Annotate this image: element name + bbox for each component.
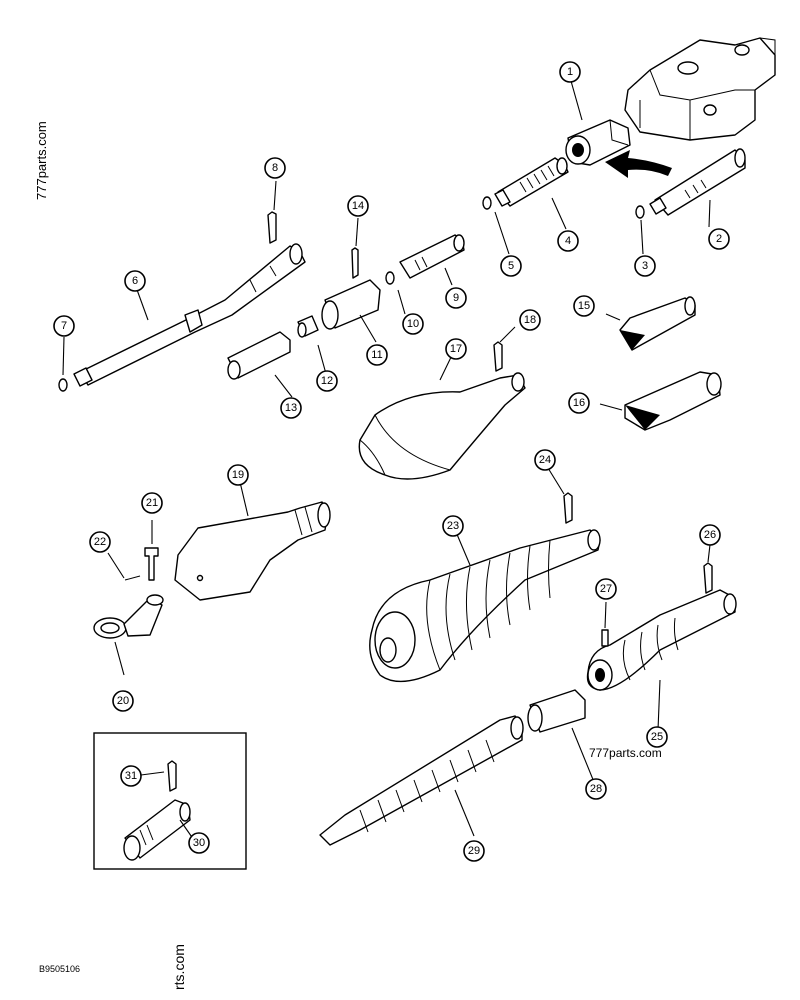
callout-21: 21 [141,492,163,514]
callout-12: 12 [316,370,338,392]
part-11-sleeve [321,247,381,330]
callout-23: 23 [442,515,464,537]
svg-text:13: 13 [285,402,297,414]
svg-text:28: 28 [590,783,602,795]
part-5-o-ring [482,196,492,210]
callout-15: 15 [573,295,595,317]
callout-3: 3 [634,255,656,277]
callout-17: 17 [445,338,467,360]
part-9-adapter [399,234,465,279]
part-20-swivel [93,594,164,639]
callout-1: 1 [559,61,581,83]
callout-29: 29 [463,840,485,862]
svg-text:9: 9 [453,292,459,304]
svg-text:17: 17 [450,343,462,355]
svg-text:26: 26 [704,529,716,541]
callout-20: 20 [112,690,134,712]
part-12-bushing [297,315,319,338]
callout-7: 7 [53,315,75,337]
callout-14: 14 [347,195,369,217]
svg-text:29: 29 [468,845,480,857]
svg-text:15: 15 [578,300,590,312]
part-25-coupler [586,562,737,691]
watermark-bottom: rts.com [171,944,187,990]
svg-text:23: 23 [447,520,459,532]
callout-9: 9 [445,287,467,309]
part-8-pin [267,211,277,244]
callout-30: 30 [188,832,210,854]
callout-6: 6 [124,270,146,292]
part-23-auger [369,492,601,683]
callout-10: 10 [402,313,424,335]
part-19-paddle [174,501,331,601]
part-10-o-ring [385,271,395,285]
watermark-right: 777parts.com [589,746,662,760]
part-29-auger [319,715,524,846]
svg-text:31: 31 [125,770,137,782]
part-28-sleeve [527,689,586,733]
part-15-bit [619,296,696,351]
svg-text:2: 2 [716,233,722,245]
part-22-pin [124,575,141,581]
svg-text:14: 14 [352,200,364,212]
svg-text:4: 4 [565,235,571,247]
callout-11: 11 [366,344,388,366]
svg-text:7: 7 [61,320,67,332]
callout-28: 28 [585,778,607,800]
svg-text:19: 19 [232,469,244,481]
part-7-o-ring [58,378,68,392]
callout-27: 27 [595,578,617,600]
callout-26: 26 [699,524,721,546]
drawing-number: B9505106 [39,964,81,974]
svg-text:24: 24 [539,454,551,466]
svg-text:25: 25 [651,731,663,743]
callout-22: 22 [89,531,111,553]
part-2-adapter [649,148,746,216]
svg-text:10: 10 [407,318,419,330]
svg-text:27: 27 [600,583,612,595]
callout-31: 31 [120,765,142,787]
part-30-adapter [123,799,191,861]
callout-13: 13 [280,397,302,419]
part-1-coupler [565,119,631,166]
svg-text:16: 16 [573,397,585,409]
leader-lines [62,80,712,844]
callout-19: 19 [227,464,249,486]
part-16-bit [624,371,722,431]
svg-text:12: 12 [321,375,333,387]
part-27-set-screw [601,629,609,647]
part-21-bolt [144,547,159,581]
watermark-left: 777parts.com [34,121,49,200]
valve-body [624,37,776,141]
part-3-o-ring [635,205,645,219]
svg-text:8: 8 [272,162,278,174]
svg-text:1: 1 [567,66,573,78]
callout-2: 2 [708,228,730,250]
svg-text:3: 3 [642,260,648,272]
callout-18: 18 [519,309,541,331]
svg-text:5: 5 [508,260,514,272]
svg-text:21: 21 [146,497,158,509]
callout-8: 8 [264,157,286,179]
part-4-threaded-adapter [494,157,569,207]
part-31-pin [167,760,177,792]
svg-text:18: 18 [524,314,536,326]
part-17-reamer [358,341,526,480]
callout-25: 25 [646,726,668,748]
callout-4: 4 [557,230,579,252]
part-6-shaft [73,243,306,387]
part-13-tip [227,331,291,380]
callout-16: 16 [568,392,590,414]
svg-text:22: 22 [94,536,106,548]
direction-arrow [605,150,672,178]
svg-text:6: 6 [132,275,138,287]
svg-text:20: 20 [117,695,129,707]
callout-5: 5 [500,255,522,277]
svg-text:11: 11 [371,349,382,361]
callout-24: 24 [534,449,556,471]
inset-frame [93,732,247,870]
svg-text:30: 30 [193,837,205,849]
